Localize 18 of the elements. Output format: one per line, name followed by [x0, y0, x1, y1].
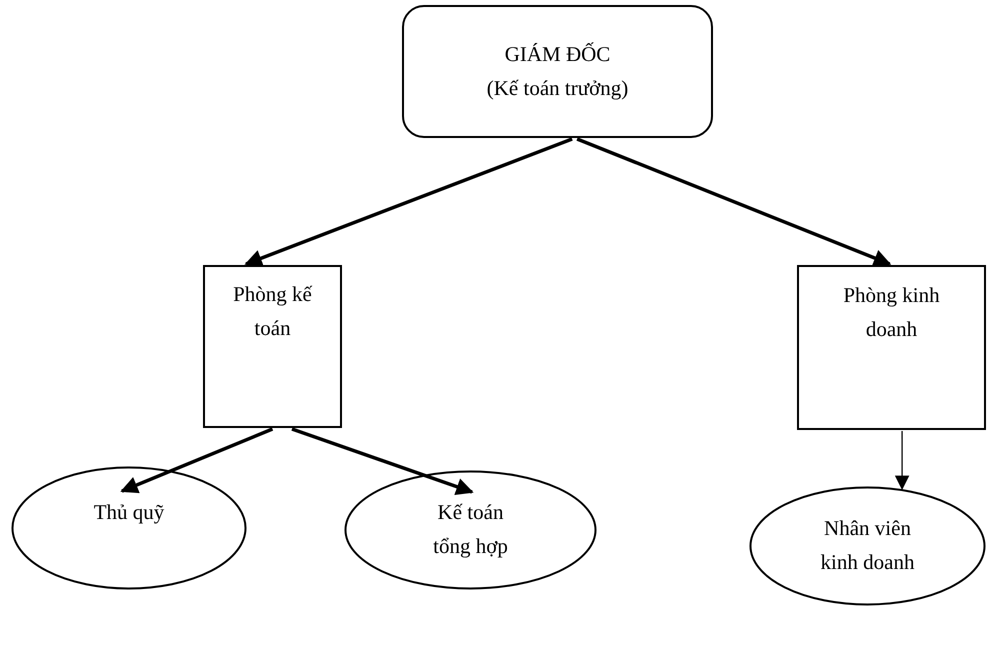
node-label: Phòng kế toán [232, 280, 314, 342]
node-label: Phòng kinh doanh [842, 282, 941, 342]
arrow [576, 137, 892, 266]
arrow [120, 427, 274, 494]
arrow [894, 431, 910, 490]
staff-ellipse [344, 470, 597, 590]
node-label: Nhân viên kinh doanh [820, 515, 916, 576]
node-label: Kế toán tổng hợp [432, 499, 509, 560]
staff-ellipse [749, 486, 986, 606]
arrow [244, 137, 573, 267]
arrow [291, 427, 474, 496]
department-box [797, 265, 986, 430]
department-box [203, 265, 342, 428]
staff-ellipse [11, 466, 247, 590]
director-box [402, 5, 713, 138]
node-label: GIÁM ĐỐC [504, 40, 610, 68]
node-label: (Kế toán trưởng) [486, 74, 628, 102]
node-label: Thủ quỹ [94, 499, 164, 526]
